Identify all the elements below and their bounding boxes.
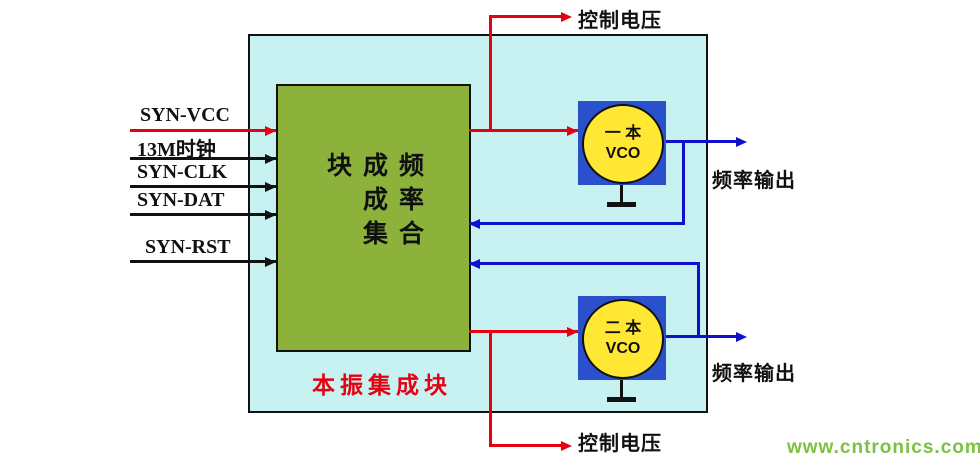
input-wire-syn-rst xyxy=(130,260,276,263)
wire-ctrl-top-out xyxy=(489,15,561,18)
input-wire-13m-clock xyxy=(130,157,276,160)
wire-vco2-output xyxy=(666,335,736,338)
oscillator-module-label: 本振集成块 xyxy=(312,373,452,398)
arrowhead-syn-clk xyxy=(265,182,276,192)
arrowhead-vco2-output xyxy=(736,332,747,342)
arrowhead-ctrl-bottom-out xyxy=(561,441,572,451)
arrowhead-vco2-feedback xyxy=(469,259,480,269)
arrowhead-vco1-output xyxy=(736,137,747,147)
arrowhead-syn-dat xyxy=(265,210,276,220)
vco2-block: 二 本 VCO xyxy=(578,296,666,380)
site-watermark: www.cntronics.com xyxy=(787,437,980,458)
wire-ctrl-top-to-vco1 xyxy=(469,129,578,132)
arrowhead-syn-rst xyxy=(265,257,276,267)
vco2-ground-icon xyxy=(607,397,636,402)
input-label-syn-clk: SYN-CLK xyxy=(137,161,228,183)
input-wire-syn-dat xyxy=(130,213,276,216)
input-label-13m-clock: 13M时钟 xyxy=(137,139,216,161)
freq-synth-block-label: 频率合成成集块 xyxy=(323,152,424,254)
label-freq-output-bottom: 频率输出 xyxy=(712,363,796,385)
wire-ctrl-bottom-riser xyxy=(489,330,492,447)
vco1-circle: 一 本 VCO xyxy=(582,104,664,184)
vco2-ground-wire xyxy=(620,380,623,398)
vco1-ground-icon xyxy=(607,202,636,207)
arrowhead-ctrl-top-out xyxy=(561,12,572,22)
arrowhead-ctrl-vco1 xyxy=(567,126,578,136)
arrowhead-ctrl-vco2 xyxy=(567,327,578,337)
label-freq-output-top: 频率输出 xyxy=(712,170,796,192)
input-label-syn-rst: SYN-RST xyxy=(145,236,231,258)
vco2-name-line2: VCO xyxy=(605,340,641,357)
wire-vco1-output xyxy=(666,140,736,143)
wire-ctrl-bottom-to-vco2 xyxy=(469,330,578,333)
vco2-circle: 二 本 VCO xyxy=(582,299,664,379)
input-wire-syn-vcc xyxy=(130,129,276,132)
wire-ctrl-top-riser xyxy=(489,15,492,132)
vco2-name-line1: 二 本 xyxy=(604,320,642,337)
input-label-syn-vcc: SYN-VCC xyxy=(140,104,230,126)
freq-synth-block: 频率合成成集块 xyxy=(276,84,471,352)
arrowhead-13m-clock xyxy=(265,154,276,164)
vco1-name-line1: 一 本 xyxy=(604,125,642,142)
label-control-voltage-top: 控制电压 xyxy=(578,10,662,32)
vco1-ground-wire xyxy=(620,185,623,203)
label-control-voltage-bottom: 控制电压 xyxy=(578,433,662,455)
arrowhead-vco1-feedback xyxy=(469,219,480,229)
input-wire-syn-clk xyxy=(130,185,276,188)
wire-vco2-feedback-rise xyxy=(697,263,700,338)
wire-vco2-feedback xyxy=(469,262,700,265)
wire-vco1-feedback-drop xyxy=(682,140,685,225)
arrowhead-syn-vcc xyxy=(265,126,276,136)
vco1-name-line2: VCO xyxy=(605,145,641,162)
input-label-syn-dat: SYN-DAT xyxy=(137,189,225,211)
vco1-block: 一 本 VCO xyxy=(578,101,666,185)
wire-ctrl-bottom-out xyxy=(489,444,561,447)
wire-vco1-feedback xyxy=(469,222,685,225)
